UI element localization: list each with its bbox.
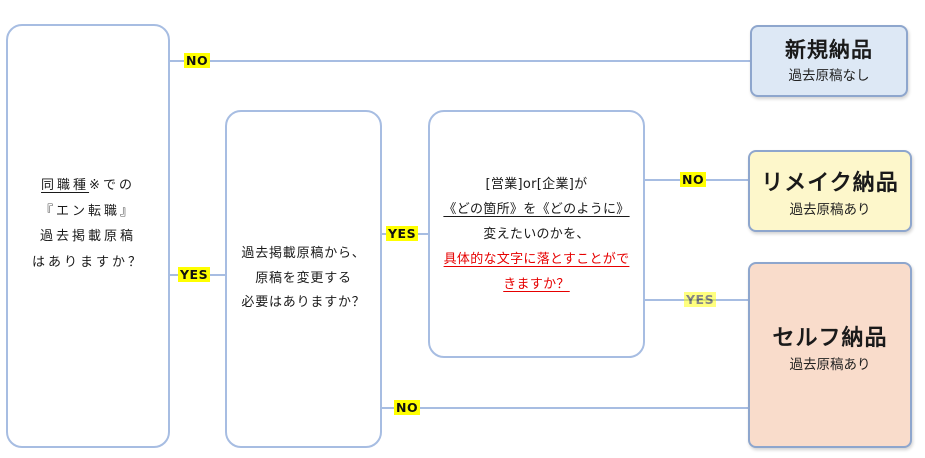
outcome-remake-delivery: リメイク納品 過去原稿あり bbox=[748, 150, 912, 232]
question-existing-ad-node: 同職種※での 『エン転職』 過去掲載原稿 はありますか？ bbox=[6, 24, 170, 448]
question-existing-ad-line-2: 『エン転職』 bbox=[39, 203, 136, 219]
question-specific-node: [営業]or[企業]が 《どの箇所》を《どのように》 変えたいのかを、 具体的な… bbox=[428, 110, 645, 358]
question-existing-ad-line-3: 過去掲載原稿 bbox=[39, 229, 136, 244]
outcome-new-subtitle: 過去原稿なし bbox=[788, 68, 870, 84]
edge-label-q1-no: NO bbox=[184, 53, 211, 68]
question-existing-ad-line-1-rest: ※での bbox=[89, 178, 135, 193]
question-change-needed-line-1: 過去掲載原稿から、 bbox=[241, 246, 366, 262]
question-specific-line-5: きますか？ bbox=[503, 276, 570, 292]
edge-label-q3-no: NO bbox=[680, 172, 707, 187]
edge-label-q2-no: NO bbox=[394, 400, 421, 415]
question-existing-ad-line-4: はありますか？ bbox=[31, 254, 144, 270]
question-specific-line-1: [営業]or[企業]が bbox=[485, 176, 588, 192]
question-change-needed-line-2: 原稿を変更する bbox=[255, 270, 352, 286]
question-change-needed-node: 過去掲載原稿から、 原稿を変更する 必要はありますか？ bbox=[225, 110, 382, 448]
question-specific-line-4: 具体的な文字に落とすことがで bbox=[443, 251, 630, 267]
outcome-self-delivery: セルフ納品 過去原稿あり bbox=[748, 262, 912, 448]
question-existing-ad-line-1: 同職種※での bbox=[41, 173, 135, 199]
outcome-self-subtitle: 過去原稿あり bbox=[789, 357, 871, 373]
outcome-new-title: 新規納品 bbox=[785, 38, 873, 62]
outcome-new-delivery: 新規納品 過去原稿なし bbox=[750, 25, 908, 97]
question-specific-line-2: 《どの箇所》を《どのように》 bbox=[443, 201, 630, 217]
outcome-remake-subtitle: 過去原稿あり bbox=[789, 202, 871, 218]
outcome-self-title: セルフ納品 bbox=[772, 326, 888, 351]
outcome-remake-title: リメイク納品 bbox=[761, 171, 899, 196]
question-change-needed-line-3: 必要はありますか？ bbox=[241, 295, 366, 311]
edge-label-q1-yes: YES bbox=[178, 267, 211, 282]
edge-label-q3-yes: YES bbox=[684, 292, 717, 307]
question-specific-line-3: 変えたいのかを、 bbox=[483, 226, 590, 242]
edge-label-q2-yes: YES bbox=[386, 226, 419, 241]
same-job-type-underlined: 同職種 bbox=[41, 178, 90, 193]
